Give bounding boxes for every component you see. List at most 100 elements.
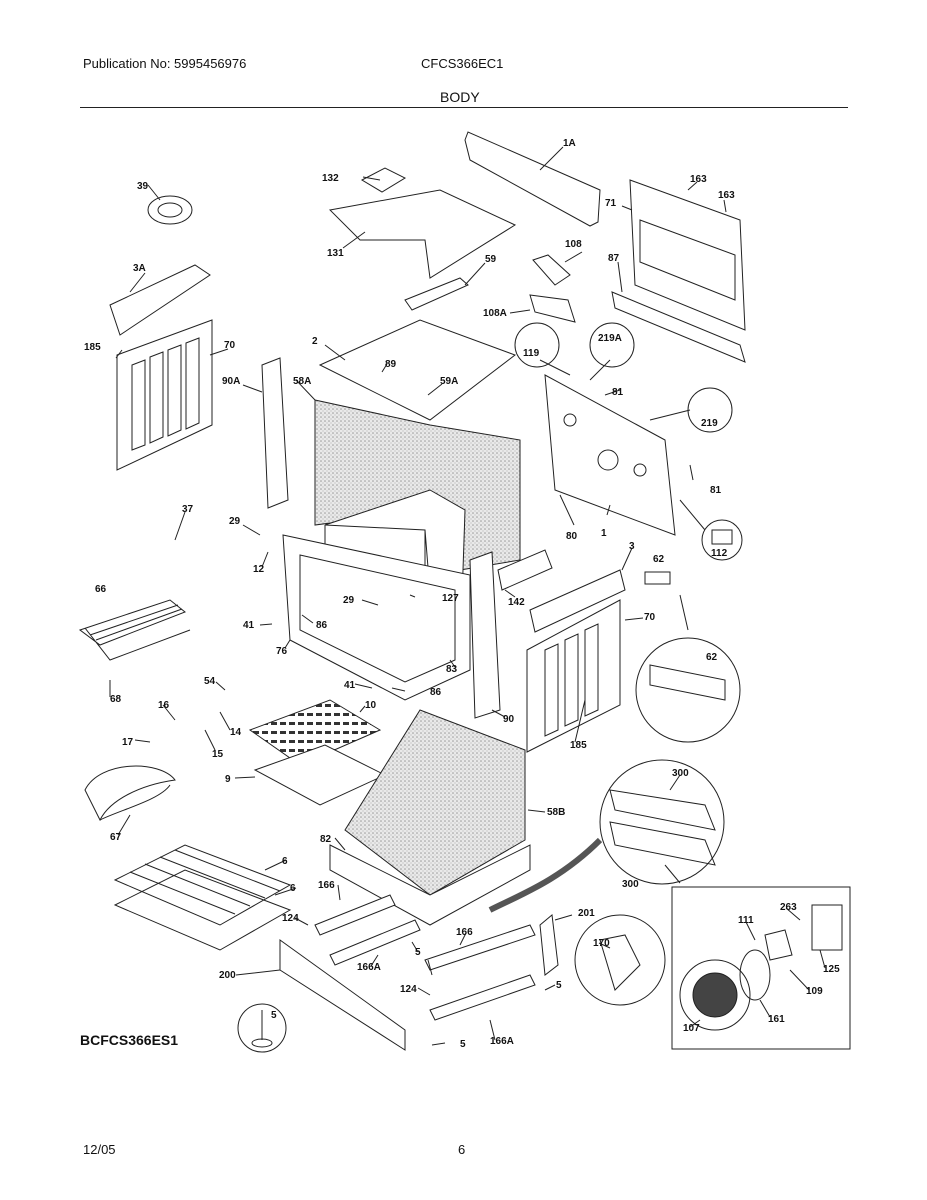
callout-170: 170 xyxy=(593,938,610,949)
callout-5: 5 xyxy=(415,947,421,958)
callout-263: 263 xyxy=(780,902,797,913)
part-3A xyxy=(109,264,211,336)
callout-111: 111 xyxy=(738,915,754,926)
callout-3A: 3A xyxy=(133,263,146,274)
callout-2: 2 xyxy=(312,336,318,347)
callout-161: 161 xyxy=(768,1014,785,1025)
part-broil-pan-grid xyxy=(248,699,382,766)
part-gasket-161 xyxy=(739,949,771,1001)
part-back-panel xyxy=(544,374,676,536)
part-slide-left-lower xyxy=(329,919,421,966)
callout-70: 70 xyxy=(644,612,656,623)
callout-80: 80 xyxy=(566,531,578,542)
callout-circle-300 xyxy=(599,759,725,885)
part-broil-element xyxy=(78,599,191,661)
part-bracket-87 xyxy=(611,291,746,363)
callout-41: 41 xyxy=(243,620,255,631)
callout-66: 66 xyxy=(95,584,107,595)
callout-83: 83 xyxy=(446,664,458,675)
part-slide-right-lower xyxy=(429,974,536,1021)
callout-131: 131 xyxy=(327,248,344,259)
callout-86: 86 xyxy=(430,687,442,698)
diagram-code: BCFCS366ES1 xyxy=(80,1032,179,1048)
part-108 xyxy=(532,254,571,286)
callout-127: 127 xyxy=(442,593,459,604)
callout-9: 9 xyxy=(225,774,231,785)
callout-166A: 166A xyxy=(357,962,381,973)
callout-29: 29 xyxy=(343,595,355,606)
part-coil-39 xyxy=(147,195,193,225)
callout-166: 166 xyxy=(456,927,473,938)
part-front-bracket xyxy=(529,569,626,633)
part-insulation-58B xyxy=(344,709,526,896)
callout-68: 68 xyxy=(110,694,122,705)
part-broil-pan xyxy=(253,744,387,806)
part-strip-90 xyxy=(469,551,501,719)
callout-10: 10 xyxy=(365,700,377,711)
callout-142: 142 xyxy=(508,597,525,608)
callout-89: 89 xyxy=(385,359,397,370)
callout-circle-170 xyxy=(574,914,666,1006)
callout-1A: 1A xyxy=(563,138,576,149)
part-top-plate xyxy=(328,189,517,279)
callout-166A: 166A xyxy=(490,1036,514,1047)
callout-1: 1 xyxy=(601,528,607,539)
part-oven-rack xyxy=(113,844,292,926)
part-bake-element xyxy=(84,765,176,822)
callout-125: 125 xyxy=(823,964,840,975)
callout-62: 62 xyxy=(653,554,665,565)
callout-163: 163 xyxy=(690,174,707,185)
part-side-panel-right xyxy=(526,599,621,753)
callout-59A: 59A xyxy=(440,376,458,387)
part-slide-left xyxy=(314,894,396,936)
section-title: BODY xyxy=(440,89,480,105)
callout-81: 81 xyxy=(710,485,722,496)
part-bottom-frame xyxy=(329,844,531,926)
callout-71: 71 xyxy=(605,198,617,209)
callout-112: 112 xyxy=(711,548,728,559)
callout-87: 87 xyxy=(608,253,620,264)
part-oven-top xyxy=(318,319,517,421)
callout-6: 6 xyxy=(282,856,288,867)
callout-108A: 108A xyxy=(483,308,507,319)
part-201 xyxy=(539,914,559,976)
callout-76: 76 xyxy=(276,646,288,657)
callout-132: 132 xyxy=(322,173,339,184)
footer-date: 12/05 xyxy=(83,1142,116,1157)
callout-185: 185 xyxy=(84,342,101,353)
part-top-rail xyxy=(464,131,601,227)
callout-82: 82 xyxy=(320,834,332,845)
callout-14: 14 xyxy=(230,727,242,738)
callout-201: 201 xyxy=(578,908,595,919)
callout-107: 107 xyxy=(683,1023,700,1034)
header-rule xyxy=(80,107,848,108)
part-strip-90A xyxy=(261,357,289,509)
model-number: CFCS366EC1 xyxy=(421,56,504,71)
publication-number: Publication No: 5995456976 xyxy=(83,56,247,71)
part-108A xyxy=(529,294,576,323)
part-door-frame xyxy=(282,534,471,701)
part-142 xyxy=(497,549,553,591)
part-fan-motor-125 xyxy=(811,904,843,951)
callout-58A: 58A xyxy=(293,376,311,387)
part-terminal-62 xyxy=(644,571,671,585)
callout-124: 124 xyxy=(282,913,299,924)
part-plate-132 xyxy=(360,167,407,193)
callout-circle-219A xyxy=(589,322,635,368)
callout-166: 166 xyxy=(318,880,335,891)
callout-109: 109 xyxy=(806,986,823,997)
part-fan-blade-109 xyxy=(764,929,793,961)
callout-5: 5 xyxy=(460,1039,466,1050)
callout-62: 62 xyxy=(706,652,718,663)
page-number: 6 xyxy=(458,1142,466,1157)
part-oven-rack-lower xyxy=(113,869,292,951)
callout-3: 3 xyxy=(629,541,635,552)
callout-6: 6 xyxy=(290,883,296,894)
callout-163: 163 xyxy=(718,190,735,201)
callout-185: 185 xyxy=(570,740,587,751)
callout-86: 86 xyxy=(316,620,328,631)
callout-54: 54 xyxy=(204,676,216,687)
callout-219: 219 xyxy=(701,418,718,429)
part-slide-right xyxy=(424,924,536,971)
